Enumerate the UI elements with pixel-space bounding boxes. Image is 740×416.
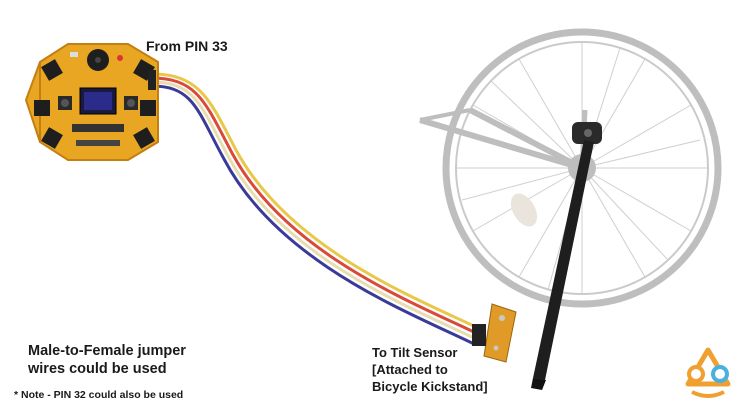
controller-board-icon	[24, 43, 159, 161]
sensor-label-line-2: [Attached to	[372, 362, 448, 377]
sensor-label-line-3: Bicycle Kickstand]	[372, 379, 488, 394]
jumper-note-line-2: wires could be used	[28, 361, 167, 377]
sensor-label-line-1: To Tilt Sensor	[372, 345, 458, 360]
pin-alternative-note: * Note - PIN 32 could also be used	[14, 389, 184, 401]
kickstand-icon	[531, 122, 602, 390]
from-pin-label: From PIN 33	[146, 38, 228, 54]
jumper-wires	[150, 72, 480, 345]
tilt-sensor-icon	[472, 303, 517, 363]
tilt-sensor-label: To Tilt Sensor [Attached to Bicycle Kick…	[372, 344, 488, 395]
jumper-note-line-1: Male-to-Female jumper	[28, 343, 186, 359]
bicycle-wheel-icon	[419, 28, 722, 308]
brand-logo-icon	[685, 347, 731, 398]
jumper-wire-note: Male-to-Female jumper wires could be use…	[28, 342, 186, 378]
